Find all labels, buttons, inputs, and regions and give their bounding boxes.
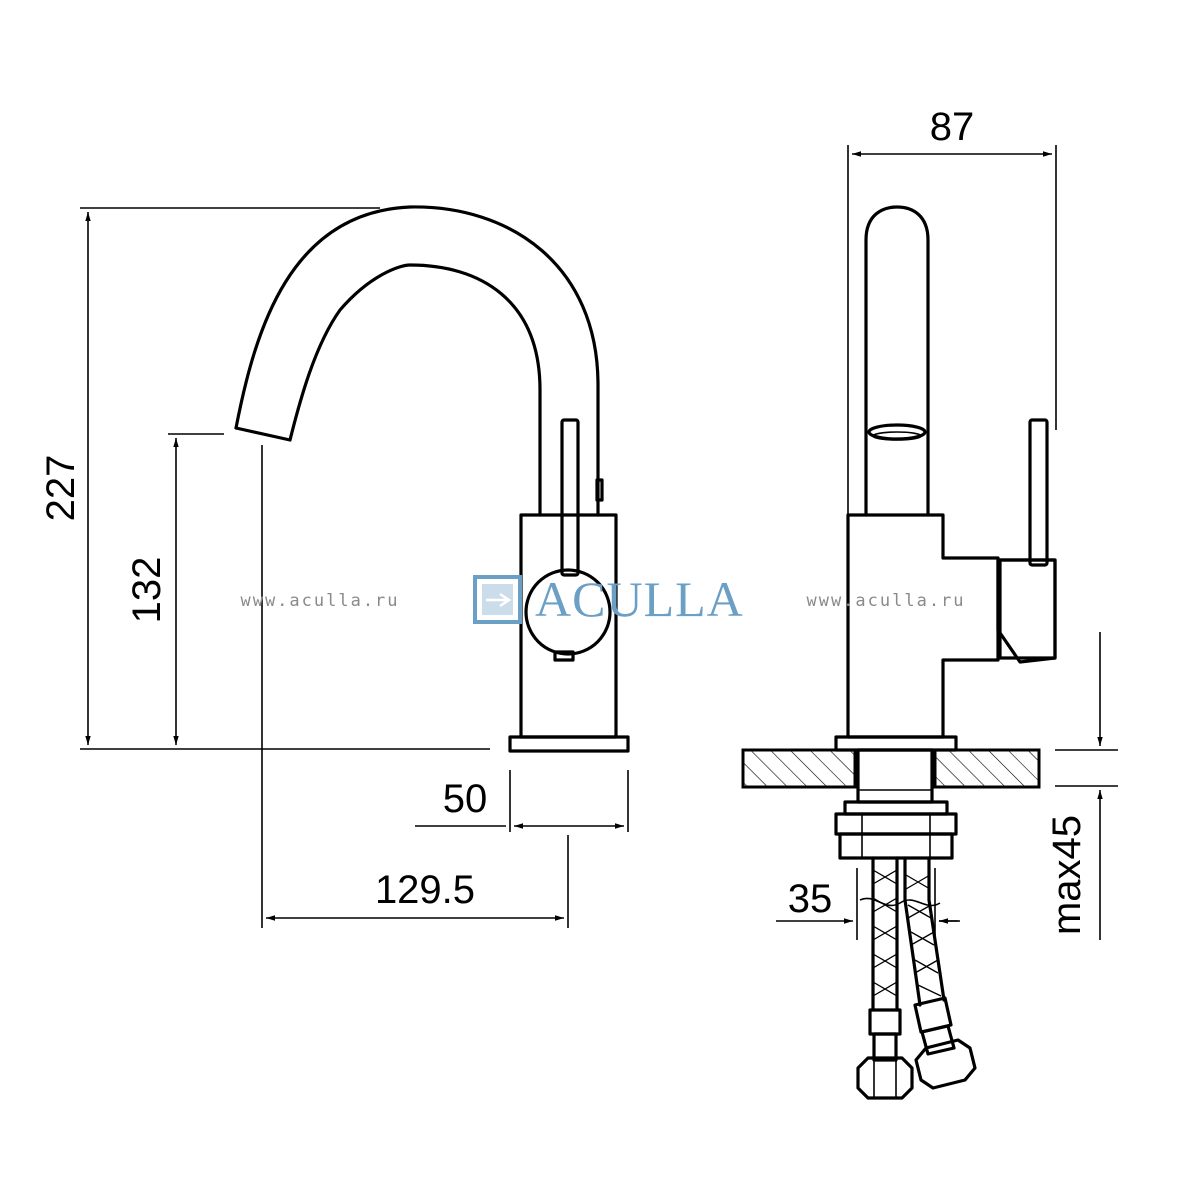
hose-right-nut: [914, 1038, 977, 1090]
spout-outer-edge: [234, 205, 600, 517]
side-view: 87: [741, 105, 1118, 1100]
dim-227-label: 227: [39, 455, 83, 522]
watermark-url-left: www.aculla.ru: [240, 591, 399, 611]
front-view: 227 132 50 129.5: [39, 205, 630, 928]
side-base-plate: [834, 735, 958, 752]
hose-right-ferrule: [913, 996, 953, 1034]
body-nub: [595, 478, 604, 502]
side-aerator: [867, 423, 927, 441]
side-body: [846, 513, 1000, 739]
hose-left-ferrule: [868, 1008, 902, 1036]
brand-logo-text: ACULLA: [535, 571, 744, 627]
hose-break-symbol: [859, 897, 941, 907]
side-spout: [864, 205, 930, 517]
side-handle-lever: [1028, 418, 1049, 567]
handle-lever: [560, 418, 580, 577]
base-plate: [508, 735, 630, 753]
countertop-left: [741, 748, 857, 789]
watermark: www.aculla.ru www.aculla.ru ACULLA: [240, 571, 965, 627]
side-aerator-inner: [872, 431, 922, 441]
dim-max45-label: max45: [1045, 815, 1089, 935]
hose-left: [856, 856, 914, 1100]
handle-disc: [524, 568, 612, 656]
mounting-nut-top: [834, 812, 958, 836]
spout-tip: [234, 426, 292, 442]
dim-35-label: 35: [788, 877, 833, 921]
handle-indicator: [553, 650, 575, 662]
spout-inner-edge: [288, 263, 542, 517]
mounting-washer: [843, 800, 949, 816]
mounting-shank: [856, 748, 934, 804]
watermark-url-right: www.aculla.ru: [806, 591, 965, 611]
dim-129-label: 129.5: [375, 868, 475, 912]
dim-132-label: 132: [125, 557, 169, 624]
hose-right: [903, 856, 977, 1090]
hose-left-nut: [856, 1056, 914, 1100]
dim-50-label: 50: [443, 777, 488, 821]
brand-logo-icon: [473, 575, 522, 624]
side-handle-housing: [998, 558, 1057, 660]
mounting-nut: [838, 832, 954, 860]
side-handle-block: [996, 558, 1057, 664]
dim-87-label: 87: [930, 105, 975, 149]
countertop-right: [933, 748, 1041, 789]
